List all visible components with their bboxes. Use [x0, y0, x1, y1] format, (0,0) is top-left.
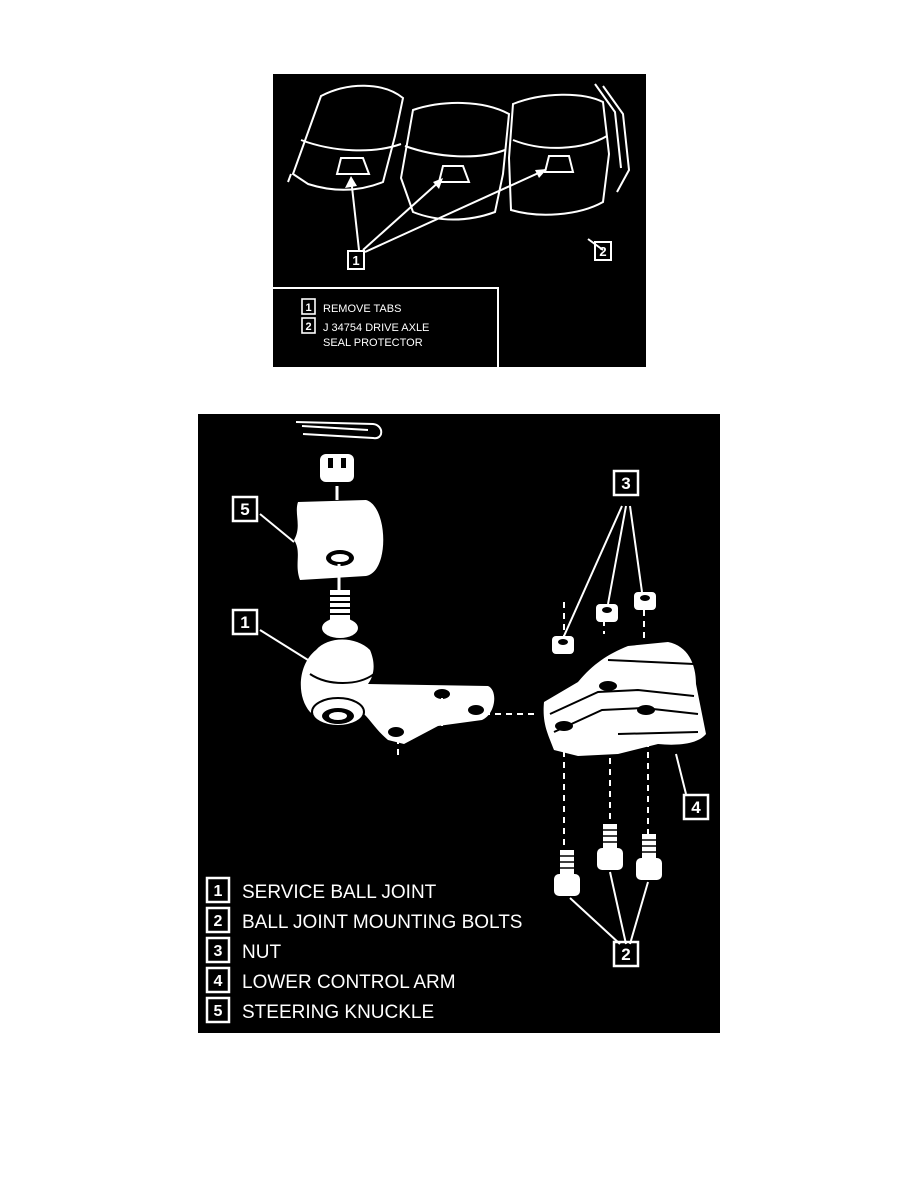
leader-lines — [259, 505, 687, 945]
tab-left — [335, 157, 371, 175]
legend-item-2-cont: SEAL PROTECTOR — [323, 337, 423, 349]
protector-section-left — [287, 84, 405, 191]
leader-1b — [362, 179, 442, 251]
castle-nut — [320, 454, 354, 500]
svg-text:4: 4 — [214, 973, 223, 990]
svg-text:SERVICE BALL JOINT: SERVICE BALL JOINT — [242, 882, 437, 903]
bolt-2 — [597, 824, 623, 870]
ball-joint-body — [300, 639, 495, 744]
callout-2: 2 — [594, 241, 612, 261]
seal-protector-figure: 1 2 1 REMOVE TABS 2 J 34754 DRIVE AXLE S… — [273, 74, 646, 367]
svg-text:5: 5 — [240, 500, 249, 519]
steering-knuckle — [294, 500, 384, 580]
leader-1c — [364, 169, 546, 253]
svg-text:1: 1 — [305, 302, 311, 314]
svg-text:3: 3 — [621, 474, 630, 493]
svg-text:REMOVE TABS: REMOVE TABS — [323, 303, 401, 315]
ball-joint-figure: 5 1 3 4 2 1 SERVICE BALL JOINT 2 BALL JO… — [198, 414, 720, 1033]
callout-5: 5 — [231, 495, 259, 523]
svg-text:LOWER CONTROL ARM: LOWER CONTROL ARM — [242, 972, 456, 993]
svg-text:J 34754 DRIVE AXLE: J 34754 DRIVE AXLE — [323, 322, 429, 334]
legend-frame — [273, 287, 499, 367]
leader-1a — [350, 177, 360, 251]
svg-text:1: 1 — [214, 883, 223, 900]
bolts — [554, 824, 662, 896]
ball-joint-stud — [322, 564, 358, 638]
svg-text:2: 2 — [305, 321, 311, 333]
callout-4: 4 — [682, 793, 710, 821]
protector-section-right — [507, 83, 631, 216]
svg-text:1: 1 — [352, 253, 359, 268]
svg-text:STEERING KNUCKLE: STEERING KNUCKLE — [242, 1002, 434, 1023]
svg-text:5: 5 — [214, 1003, 223, 1020]
callout-2: 2 — [612, 940, 640, 968]
seal-protector-drawing: 1 2 1 REMOVE TABS 2 J 34754 DRIVE AXLE S… — [273, 83, 631, 367]
svg-text:1: 1 — [240, 613, 249, 632]
legend-item-1: 1 SERVICE BALL JOINT — [205, 876, 437, 904]
tab-middle — [437, 165, 471, 183]
cotter-pin — [295, 421, 383, 440]
svg-text:BALL JOINT MOUNTING BOLTS: BALL JOINT MOUNTING BOLTS — [242, 912, 522, 933]
callout-1: 1 — [347, 250, 365, 270]
nuts — [552, 592, 656, 654]
svg-text:2: 2 — [621, 945, 630, 964]
protector-section-middle — [399, 101, 511, 221]
callout-3: 3 — [612, 469, 640, 497]
ball-joint-drawing: 5 1 3 4 2 1 SERVICE BALL JOINT 2 BALL JO… — [205, 421, 710, 1024]
legend-item-5: 5 STEERING KNUCKLE — [205, 996, 434, 1024]
legend-item-3: 3 NUT — [205, 936, 281, 964]
callout-1: 1 — [231, 608, 259, 636]
svg-text:NUT: NUT — [242, 942, 281, 963]
legend-item-1: 1 REMOVE TABS — [301, 298, 401, 315]
svg-text:3: 3 — [214, 943, 223, 960]
svg-text:2: 2 — [599, 244, 606, 259]
legend-item-2: 2 J 34754 DRIVE AXLE — [301, 317, 429, 334]
tab-right — [543, 155, 575, 173]
lower-control-arm — [543, 642, 706, 756]
svg-text:4: 4 — [691, 798, 701, 817]
bolt-1 — [554, 850, 580, 896]
legend-item-4: 4 LOWER CONTROL ARM — [205, 966, 456, 994]
bolt-3 — [636, 834, 662, 880]
legend-item-2: 2 BALL JOINT MOUNTING BOLTS — [205, 906, 522, 934]
svg-text:SEAL PROTECTOR: SEAL PROTECTOR — [323, 337, 423, 349]
svg-text:2: 2 — [214, 913, 223, 930]
